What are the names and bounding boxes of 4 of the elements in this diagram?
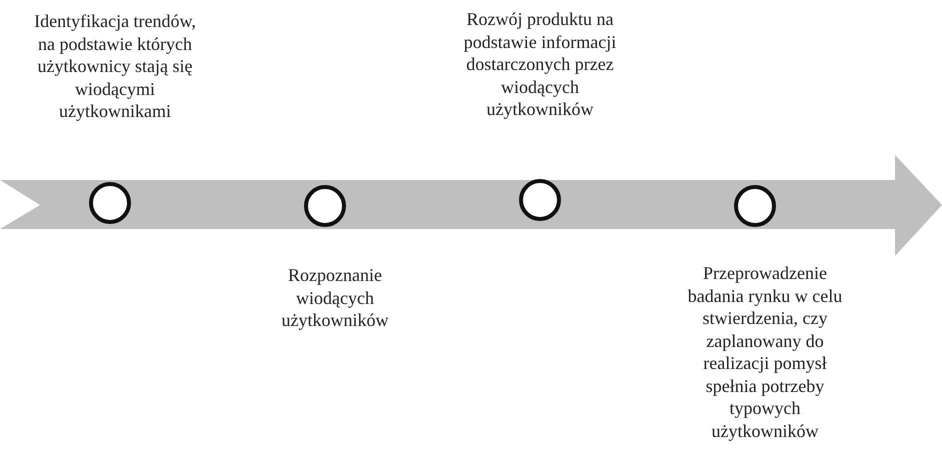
step-description: Rozpoznanie wiodących użytkowników — [280, 264, 390, 332]
step-description: Rozwój produktu na podstawie informacji dostarczonych przez wiodących użytkowników — [463, 8, 617, 120]
step-description: Przeprowadzenie badania rynku w celu stwierdzenia, czy zaplanowany do realizacji pomysł spełnia potrzeby typowych użytkowników — [686, 262, 844, 442]
step-description: Identyfikacja trendów, na podstawie których użytkownicy stają się wiodącymi użytkownikami — [33, 10, 197, 122]
